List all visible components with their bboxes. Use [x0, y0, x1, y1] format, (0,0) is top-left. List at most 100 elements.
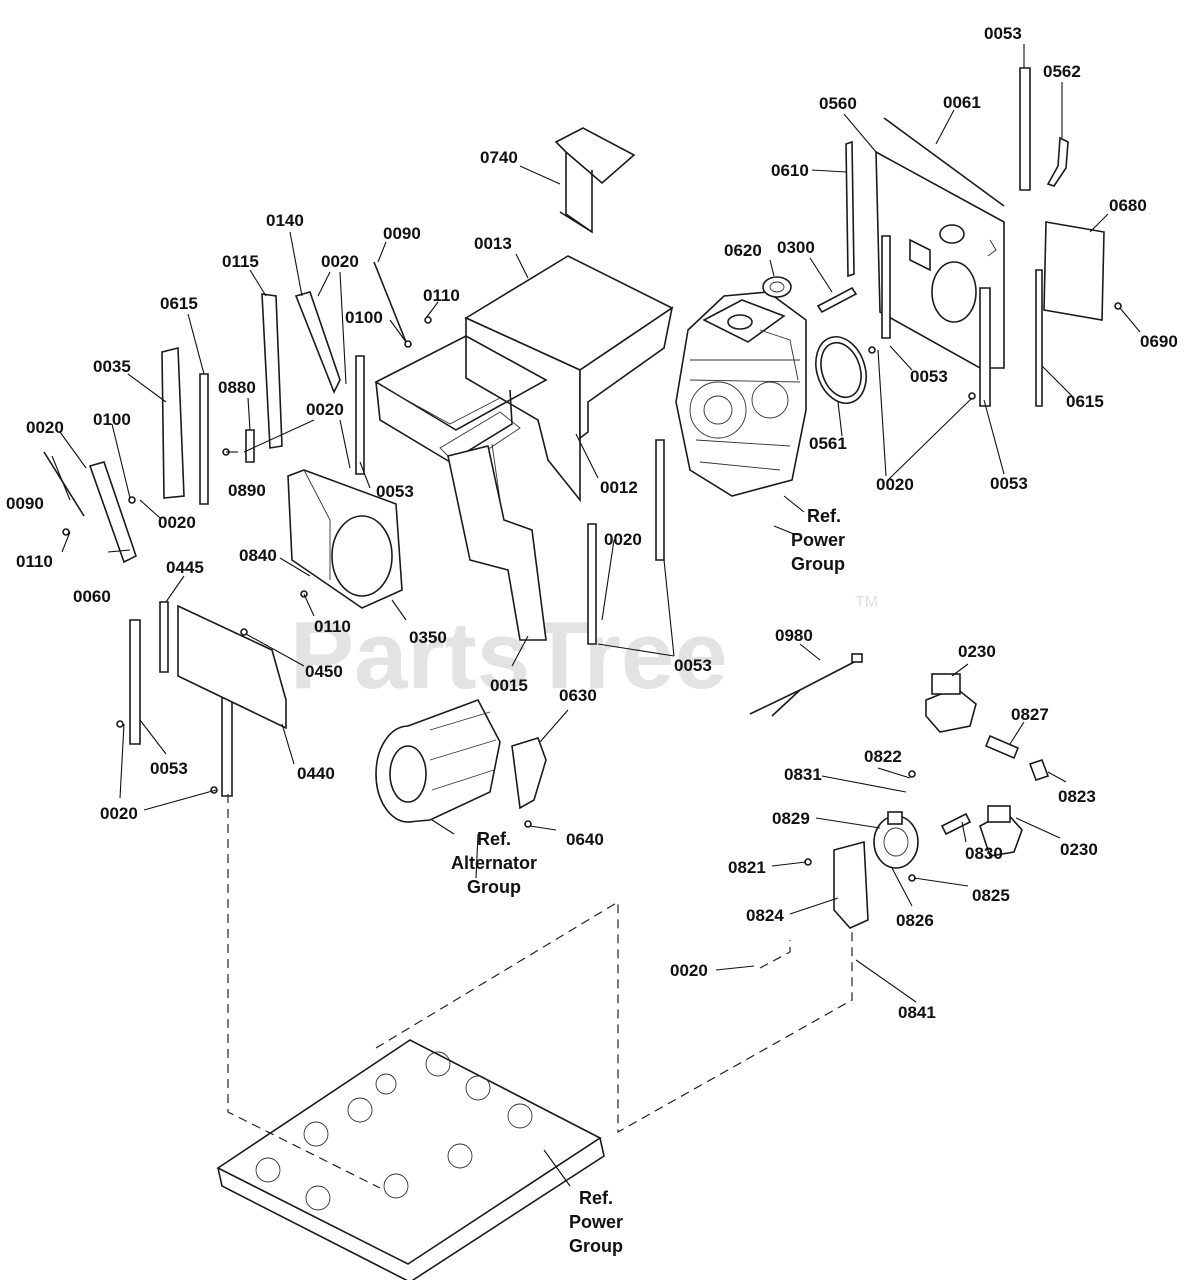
- ref-text-line1: Ref.: [807, 506, 841, 526]
- part-0562-bracket: [1046, 136, 1069, 187]
- label-0020: 0020: [100, 804, 138, 823]
- part-0560-panel: [875, 117, 1005, 369]
- label-0115: 0115: [222, 252, 259, 271]
- part-0630-bracket: [511, 737, 547, 810]
- part-0980-harness: [749, 653, 863, 717]
- part-0053-strip-left: [129, 619, 141, 745]
- label-0826: 0826: [896, 911, 934, 930]
- label-0350: 0350: [409, 628, 447, 647]
- part-0445-strip: [159, 601, 169, 673]
- label-0615: 0615: [1066, 392, 1104, 411]
- part-0827-tube: [984, 734, 1020, 760]
- ref-power-group-top: Ref. Power Group: [791, 506, 845, 574]
- part-0615-strip-right: [1035, 269, 1043, 407]
- label-0015: 0015: [490, 676, 528, 695]
- part-0610-strip: [845, 140, 855, 278]
- part-0300-rod: [816, 286, 858, 314]
- label-0824: 0824: [746, 906, 784, 925]
- part-0013-housing: [374, 255, 674, 517]
- label-0829: 0829: [772, 809, 810, 828]
- part-0230-solenoid-top: [925, 673, 977, 733]
- ref-text-line1: Ref.: [579, 1188, 613, 1208]
- label-0620: 0620: [724, 241, 762, 260]
- label-0561: 0561: [809, 434, 847, 453]
- part-0053-strip-right: [979, 287, 991, 407]
- label-0140: 0140: [266, 211, 304, 230]
- label-0020: 0020: [158, 513, 196, 532]
- label-0823: 0823: [1058, 787, 1096, 806]
- label-0020: 0020: [670, 961, 708, 980]
- part-0840-shroud: [287, 469, 403, 609]
- part-0823-fitting: [1028, 758, 1050, 782]
- part-base: [216, 1039, 605, 1280]
- part-0115-bracket: [261, 293, 283, 449]
- label-0890: 0890: [228, 481, 266, 500]
- assembly-dashed-lines: [227, 794, 853, 1189]
- label-0440: 0440: [297, 764, 335, 783]
- label-0035: 0035: [93, 357, 131, 376]
- label-0090: 0090: [6, 494, 44, 513]
- part-0680-panel: [1043, 221, 1105, 321]
- label-0840: 0840: [239, 546, 277, 565]
- watermark-text: PartsTree: [290, 602, 728, 709]
- ref-alternator-group: Ref. Alternator Group: [451, 829, 537, 897]
- part-0053-strip-mid: [881, 235, 891, 339]
- label-0053: 0053: [990, 474, 1028, 493]
- label-0053: 0053: [984, 24, 1022, 43]
- label-0020: 0020: [306, 400, 344, 419]
- label-0053: 0053: [674, 656, 712, 675]
- label-0680: 0680: [1109, 196, 1147, 215]
- label-0562: 0562: [1043, 62, 1081, 81]
- label-0610: 0610: [771, 161, 809, 180]
- label-0445: 0445: [166, 558, 204, 577]
- label-0740: 0740: [480, 148, 518, 167]
- label-0230: 0230: [958, 642, 996, 661]
- part-0615-strip-left: [199, 373, 209, 505]
- part-0561-ring: [815, 336, 867, 404]
- part-0090-rod-top: [373, 261, 407, 343]
- ref-text-line3: Group: [569, 1236, 623, 1256]
- label-0841: 0841: [898, 1003, 936, 1022]
- part-0053-strip-lower: [587, 523, 597, 645]
- label-0020: 0020: [26, 418, 64, 437]
- part-engine: [675, 291, 807, 497]
- watermark-trademark: TM: [855, 594, 878, 611]
- label-0615: 0615: [160, 294, 198, 313]
- label-0090: 0090: [383, 224, 421, 243]
- label-0230: 0230: [1060, 840, 1098, 859]
- part-0230-solenoid-lower: [979, 805, 1023, 857]
- label-0020: 0020: [321, 252, 359, 271]
- part-0880-piece: [245, 429, 255, 463]
- label-0060: 0060: [73, 587, 111, 606]
- part-labels: 0053 0562 0560 0061 0740 0610 0680 0013 …: [6, 24, 1178, 1022]
- label-0560: 0560: [819, 94, 857, 113]
- ref-text-line2: Power: [569, 1212, 623, 1232]
- ref-text-line1: Ref.: [477, 829, 511, 849]
- part-0015-bracket: [447, 445, 547, 641]
- label-0980: 0980: [775, 626, 813, 645]
- part-0740-bracket: [554, 127, 636, 234]
- label-0821: 0821: [728, 858, 766, 877]
- label-0630: 0630: [559, 686, 597, 705]
- part-0053-strip-top: [1019, 67, 1031, 191]
- leader-lines: [51, 44, 1141, 1187]
- label-0110: 0110: [314, 617, 351, 636]
- part-0824-bracket: [833, 840, 869, 929]
- part-0053-strip-center: [655, 439, 665, 561]
- label-0822: 0822: [864, 747, 902, 766]
- label-0100: 0100: [345, 308, 383, 327]
- label-0100: 0100: [93, 410, 131, 429]
- label-0053: 0053: [910, 367, 948, 386]
- label-0110: 0110: [16, 552, 53, 571]
- part-0035-panel: [161, 346, 185, 499]
- label-0830: 0830: [965, 844, 1003, 863]
- ref-text-line3: Group: [791, 554, 845, 574]
- ref-text-line3: Group: [467, 877, 521, 897]
- label-0827: 0827: [1011, 705, 1049, 724]
- label-0640: 0640: [566, 830, 604, 849]
- label-0825: 0825: [972, 886, 1010, 905]
- part-0053-strip-mid2: [355, 355, 365, 475]
- label-0880: 0880: [218, 378, 256, 397]
- ref-power-group-bottom: Ref. Power Group: [569, 1188, 623, 1256]
